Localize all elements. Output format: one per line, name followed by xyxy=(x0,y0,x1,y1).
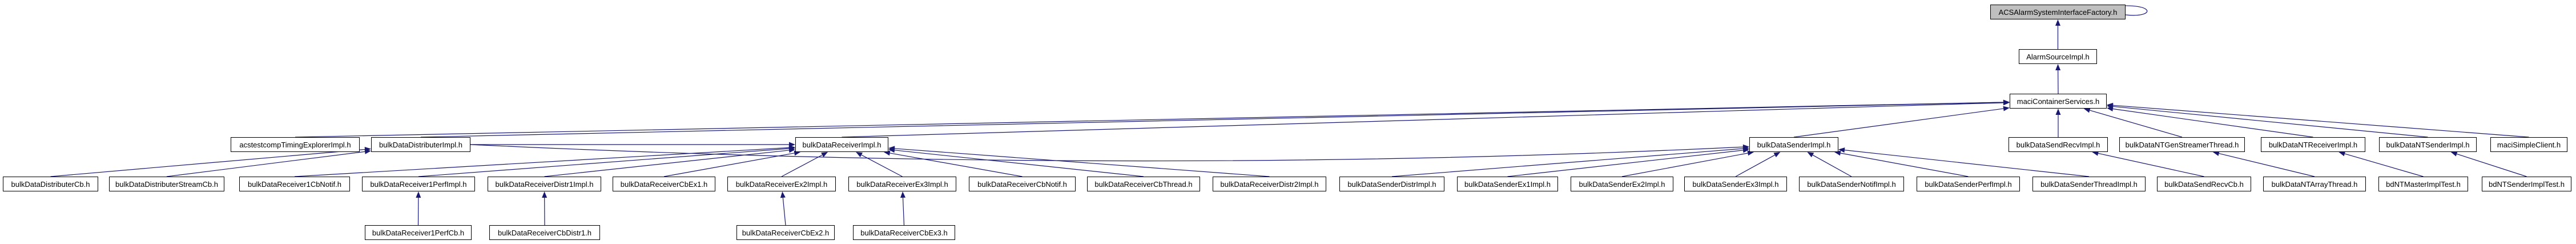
graph-node-bulkDataNTReceiverImpl[interactable]: bulkDataNTReceiverImpl.h xyxy=(2261,137,2365,152)
graph-node-bulkDataSendRecvCb[interactable]: bulkDataSendRecvCb.h xyxy=(2157,177,2251,191)
graph-node-bulkDataDistributerImpl[interactable]: bulkDataDistributerImpl.h xyxy=(371,137,470,152)
graph-node-bulkDataSenderImpl[interactable]: bulkDataSenderImpl.h xyxy=(1749,137,1838,152)
graph-node-bulkDataSenderPerfImpl[interactable]: bulkDataSenderPerfImpl.h xyxy=(1917,177,2020,191)
arrowhead xyxy=(1742,147,1749,153)
edge xyxy=(1840,153,1969,177)
graph-node-bulkDataReceiver1PerfCb[interactable]: bulkDataReceiver1PerfCb.h xyxy=(365,225,472,240)
arrowhead xyxy=(542,191,548,198)
arrowhead xyxy=(2003,100,2010,106)
edge xyxy=(2219,153,2315,177)
arrowhead xyxy=(2055,19,2060,26)
arrowhead xyxy=(1838,147,1845,153)
graph-node-bulkDataSenderEx2Impl[interactable]: bulkDataSenderEx2Impl.h xyxy=(1571,177,1673,191)
edge xyxy=(2112,105,2529,138)
edge xyxy=(894,148,1270,177)
graph-node-bulkDataNTArrayThread[interactable]: bulkDataNTArrayThread.h xyxy=(2263,177,2366,191)
arrowhead xyxy=(2450,151,2458,157)
graph-node-bulkDataNTGenStreamerThread[interactable]: bulkDataNTGenStreamerThread.h xyxy=(2119,137,2245,152)
arrowhead xyxy=(856,152,863,158)
graph-node-bulkDataReceiverCbEx1[interactable]: bulkDataReceiverCbEx1.h xyxy=(613,177,715,191)
arrowhead xyxy=(2092,150,2099,156)
graph-node-bulkDataReceiverCbThread[interactable]: bulkDataReceiverCbThread.h xyxy=(1087,177,1200,191)
edge xyxy=(1844,150,2090,177)
edge xyxy=(861,154,903,177)
edge xyxy=(2098,153,2204,177)
graph-node-maciContainerServices[interactable]: maciContainerServices.h xyxy=(2010,94,2107,109)
graph-node-ACSAlarmSystemInterfaceFactory: ACSAlarmSystemInterfaceFactory.h xyxy=(1990,5,2126,19)
edge xyxy=(1793,108,2004,138)
edge xyxy=(2090,110,2183,138)
graph-node-bulkDataReceiverCbDistr1[interactable]: bulkDataReceiverCbDistr1.h xyxy=(489,225,600,240)
graph-node-bulkDataReceiverCbEx2[interactable]: bulkDataReceiverCbEx2.h xyxy=(736,225,835,240)
graph-node-bulkDataReceiverEx3Impl[interactable]: bulkDataReceiverEx3Impl.h xyxy=(848,177,956,191)
graph-node-bulkDataSenderEx3Impl[interactable]: bulkDataSenderEx3Impl.h xyxy=(1684,177,1787,191)
arrowhead xyxy=(2003,106,2010,111)
edge xyxy=(781,154,823,177)
edge xyxy=(2456,153,2527,177)
graph-node-bulkDataSenderThreadImpl[interactable]: bulkDataSenderThreadImpl.h xyxy=(2032,177,2146,191)
edge xyxy=(470,144,1744,162)
edge xyxy=(544,150,790,177)
edge xyxy=(902,197,905,226)
graph-node-AlarmSourceImpl[interactable]: AlarmSourceImpl.h xyxy=(2019,49,2097,64)
graph-node-acstestcompTimingExplorerImpl[interactable]: acstestcompTimingExplorerImpl.h xyxy=(231,137,360,152)
graph-node-maciSimpleClient[interactable]: maciSimpleClient.h xyxy=(2490,137,2567,152)
edge xyxy=(50,149,365,177)
graph-node-bulkDataReceiverDistr2Impl[interactable]: bulkDataReceiverDistr2Impl.h xyxy=(1213,177,1326,191)
edge xyxy=(2112,108,2313,138)
arrowhead xyxy=(780,191,786,198)
edge xyxy=(889,153,1023,177)
arrowhead xyxy=(1807,152,1814,158)
edge xyxy=(295,102,2004,138)
arrowhead xyxy=(2083,107,2091,113)
graph-node-bulkDataReceiverDistr1Impl[interactable]: bulkDataReceiverDistr1Impl.h xyxy=(488,177,601,191)
arrowhead xyxy=(788,147,795,153)
arrowhead xyxy=(821,152,828,158)
edge xyxy=(2112,106,2428,138)
edge xyxy=(1812,154,1852,177)
edge xyxy=(418,148,790,177)
graph-node-bulkDataSenderNotifImpl[interactable]: bulkDataSenderNotifImpl.h xyxy=(1799,177,1904,191)
arrowhead xyxy=(2055,64,2061,71)
edge xyxy=(420,102,2004,138)
edge xyxy=(663,153,795,177)
edge xyxy=(166,151,365,177)
edge xyxy=(1621,153,1748,177)
graph-node-bulkDataDistributerStreamCb[interactable]: bulkDataDistributerStreamCb.h xyxy=(109,177,224,191)
edge xyxy=(1391,148,1744,177)
arrowhead xyxy=(2338,151,2346,157)
graph-node-bulkDataReceiver1CbNotif[interactable]: bulkDataReceiver1CbNotif.h xyxy=(239,177,350,191)
graph-node-bulkDataReceiverCbNotif[interactable]: bulkDataReceiverCbNotif.h xyxy=(969,177,1076,191)
graph-node-bdNTSenderImplTest[interactable]: bdNTSenderImplTest.h xyxy=(2482,177,2571,191)
graph-node-bulkDataReceiverEx2Impl[interactable]: bulkDataReceiverEx2Impl.h xyxy=(727,177,836,191)
arrowhead xyxy=(888,146,895,151)
arrowhead xyxy=(416,191,421,198)
arrowhead xyxy=(2212,151,2220,156)
edge xyxy=(842,102,2004,138)
graph-node-bulkDataReceiverCbEx3[interactable]: bulkDataReceiverCbEx3.h xyxy=(853,225,955,240)
graph-node-bdNTMasterImplTest[interactable]: bdNTMasterImplTest.h xyxy=(2378,177,2468,191)
graph-node-bulkDataSendRecvImpl[interactable]: bulkDataSendRecvImpl.h xyxy=(2009,137,2108,152)
graph-node-bulkDataReceiverImpl[interactable]: bulkDataReceiverImpl.h xyxy=(795,137,888,152)
arrowhead xyxy=(2107,102,2114,108)
graph-node-bulkDataSenderEx1Impl[interactable]: bulkDataSenderEx1Impl.h xyxy=(1457,177,1558,191)
arrowhead xyxy=(364,149,371,154)
graph-node-bulkDataReceiver1PerfImpl[interactable]: bulkDataReceiver1PerfImpl.h xyxy=(362,177,475,191)
edge xyxy=(2344,153,2424,177)
graph-node-bulkDataSenderDistrImpl[interactable]: bulkDataSenderDistrImpl.h xyxy=(1339,177,1444,191)
edge xyxy=(894,150,1144,177)
edge xyxy=(294,147,790,177)
graph-node-bulkDataNTSenderImpl[interactable]: bulkDataNTSenderImpl.h xyxy=(2379,137,2477,152)
arrowhead xyxy=(900,191,905,198)
arrowhead xyxy=(2055,109,2061,115)
graph-node-bulkDataDistributerCb[interactable]: bulkDataDistributerCb.h xyxy=(3,177,98,191)
edge xyxy=(782,197,786,226)
arrowhead xyxy=(1773,152,1781,158)
edge xyxy=(1507,150,1744,177)
edge xyxy=(1735,154,1775,177)
